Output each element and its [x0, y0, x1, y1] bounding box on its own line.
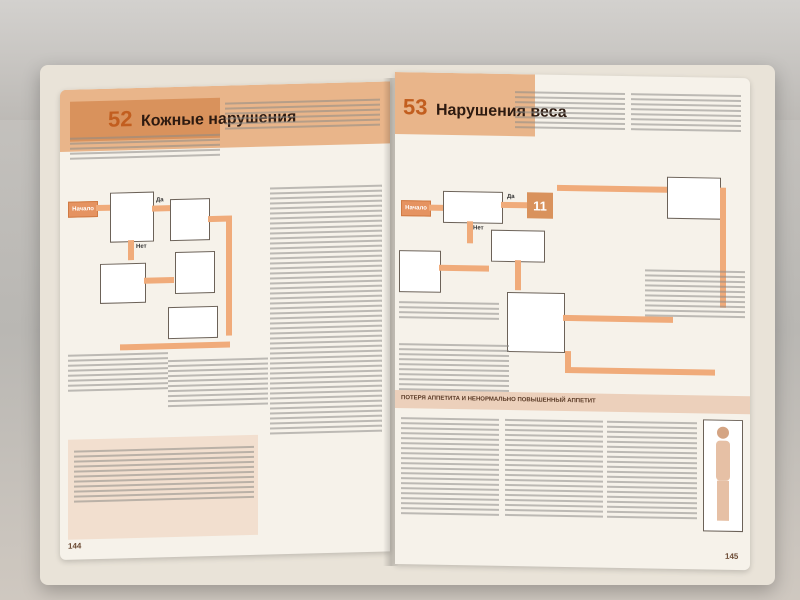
right-flow-note	[555, 191, 607, 222]
left-flow-box-5	[168, 305, 218, 340]
left-page: 52 Кожные нарушения Начало Да Нет 144	[60, 81, 390, 560]
left-flow-box-1	[110, 191, 154, 243]
human-figure-illustration	[703, 419, 743, 533]
left-flow-connector	[226, 215, 232, 336]
right-bottom-text-3	[607, 418, 697, 523]
right-flow-box-4	[399, 250, 441, 293]
left-flow-box-2	[170, 198, 210, 242]
left-flow-yes: Да	[156, 197, 164, 204]
right-flow-box-1	[443, 190, 503, 224]
right-flow-start: Начало	[401, 200, 431, 217]
left-flow-box-4	[175, 250, 215, 294]
left-column-text	[270, 182, 382, 438]
right-flow-arrow	[565, 366, 715, 376]
right-intro-text-2	[631, 90, 741, 135]
left-flow-arrow	[152, 205, 170, 212]
right-flow-no: Нет	[473, 225, 484, 232]
right-flow-connector	[515, 260, 521, 291]
left-flow-text-2	[168, 355, 268, 411]
left-flow-arrow	[96, 204, 110, 212]
right-flow-note-2	[645, 216, 715, 267]
right-bottom-title: ПОТЕРЯ АППЕТИТА И НЕНОРМАЛЬНО ПОВЫШЕННЫЙ…	[401, 395, 596, 405]
right-page: 53 Нарушения веса Начало Да 11 Нет ПОТЕР…	[395, 72, 750, 571]
left-flow-start: Начало	[68, 201, 98, 218]
right-bottom-band: ПОТЕРЯ АППЕТИТА И НЕНОРМАЛЬНО ПОВЫШЕННЫЙ…	[395, 390, 750, 415]
right-flow-step: 11	[527, 192, 553, 219]
left-flow-no: Нет	[136, 243, 147, 251]
figure-head	[717, 426, 729, 439]
right-flow-box-3	[491, 229, 545, 263]
right-bottom-text-2	[505, 416, 603, 521]
right-flow-text	[645, 266, 745, 321]
left-flow-arrow	[208, 215, 226, 223]
left-intro-text	[225, 96, 380, 133]
right-flow-box-2	[667, 176, 721, 220]
figure-body	[716, 440, 730, 481]
right-flow-arrow	[501, 201, 527, 209]
left-bottom-text	[74, 443, 254, 506]
right-bottom-text-1	[401, 414, 499, 519]
left-flow-connector	[128, 240, 134, 261]
left-flow-text	[68, 349, 168, 395]
right-flow-arrow	[429, 204, 443, 211]
left-chapter-number: 52	[108, 106, 133, 132]
right-chapter-number: 53	[403, 94, 428, 120]
figure-legs	[717, 480, 729, 521]
right-flow-text-2	[399, 298, 499, 323]
right-flow-yes: Да	[507, 193, 515, 201]
left-page-number: 144	[68, 541, 82, 551]
left-flow-arrow	[144, 277, 174, 284]
right-flow-box-5	[507, 291, 565, 353]
right-page-number: 145	[725, 551, 739, 561]
left-flow-box-3	[100, 262, 146, 304]
right-flow-connector	[565, 350, 571, 370]
left-intro-text-2	[70, 131, 220, 163]
right-intro-text	[515, 88, 625, 133]
right-flow-arrow	[439, 264, 489, 272]
